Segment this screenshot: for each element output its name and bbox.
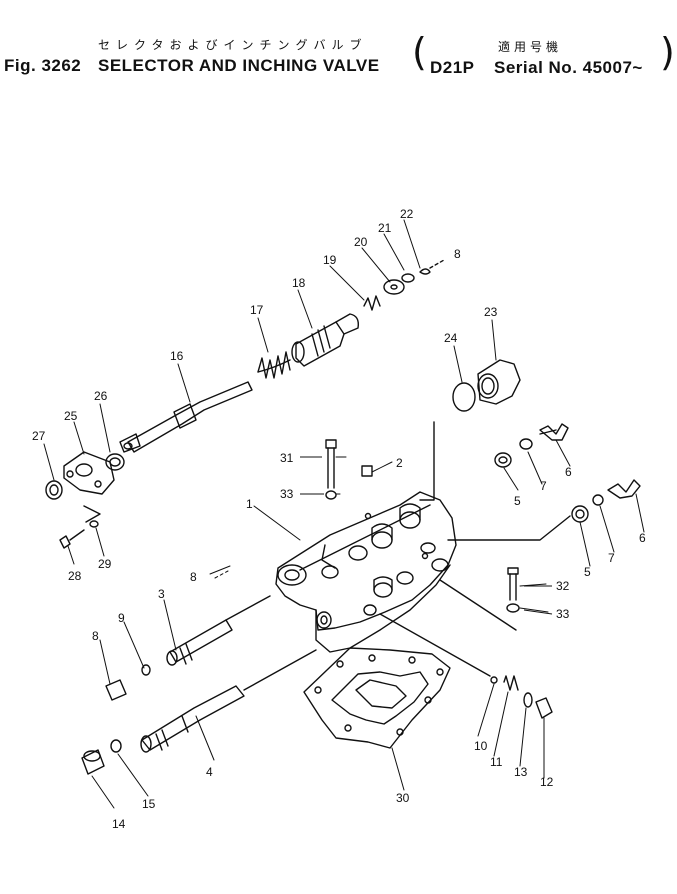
right-parenthesis: ) bbox=[660, 30, 675, 74]
part-label-8-plug: 8 bbox=[92, 629, 99, 643]
part-label-8-top: 8 bbox=[454, 247, 461, 261]
part-label-1: 1 bbox=[246, 497, 253, 511]
bolts-drawing bbox=[325, 439, 520, 631]
spool-assembly-drawing bbox=[119, 259, 445, 453]
part-label-23: 23 bbox=[484, 305, 498, 319]
part-label-3: 3 bbox=[158, 587, 165, 601]
left-end-cover-drawing bbox=[45, 451, 125, 549]
part-label-14: 14 bbox=[112, 817, 126, 831]
part-label-11: 11 bbox=[490, 755, 503, 769]
part-label-20: 20 bbox=[354, 235, 368, 249]
part-label-29: 29 bbox=[98, 557, 112, 571]
part-label-6-lower: 6 bbox=[639, 531, 646, 545]
figure-header: セレクタおよびインチングバルブ Fig. 3262 SELECTOR AND I… bbox=[0, 0, 677, 90]
part-label-17: 17 bbox=[250, 303, 264, 317]
part-label-27: 27 bbox=[32, 429, 46, 443]
small-plug-parts-drawing bbox=[379, 613, 553, 719]
part-label-19: 19 bbox=[323, 253, 337, 267]
part-label-31: 31 bbox=[280, 451, 294, 465]
serial-number: Serial No. 45007~ bbox=[494, 58, 643, 77]
part-label-13: 13 bbox=[514, 765, 528, 779]
part-label-32: 32 bbox=[556, 579, 570, 593]
part-label-9: 9 bbox=[118, 611, 125, 625]
part-label-7-lower: 7 bbox=[608, 551, 615, 565]
right-side-parts-drawing bbox=[419, 359, 641, 541]
part-label-4: 4 bbox=[206, 765, 213, 779]
leader-lines bbox=[43, 219, 645, 809]
part-label-28: 28 bbox=[68, 569, 82, 583]
part-label-2: 2 bbox=[396, 456, 403, 470]
part-label-16: 16 bbox=[170, 349, 184, 363]
label-dashes bbox=[300, 456, 553, 615]
part-label-24: 24 bbox=[444, 331, 458, 345]
title-english: SELECTOR AND INCHING VALVE bbox=[98, 56, 380, 75]
model-label: D21P bbox=[430, 58, 475, 77]
gasket-drawing bbox=[303, 647, 451, 749]
part-label-5-upper: 5 bbox=[514, 494, 521, 508]
part-label-7-upper: 7 bbox=[540, 479, 547, 493]
part-label-6-upper: 6 bbox=[565, 465, 572, 479]
left-parenthesis: ( bbox=[412, 30, 427, 74]
part-label-12: 12 bbox=[540, 775, 554, 789]
part-label-5-lower: 5 bbox=[584, 565, 591, 579]
part-label-25: 25 bbox=[64, 409, 78, 423]
figure-number: Fig. 3262 bbox=[4, 56, 82, 75]
part-number-labels: 1 2 3 4 5 5 6 6 7 7 8 8 8 9 10 11 12 13 … bbox=[32, 207, 646, 831]
part-label-15: 15 bbox=[142, 797, 156, 811]
lower-spools-drawing bbox=[81, 595, 317, 775]
part-label-33-upper: 33 bbox=[280, 487, 294, 501]
part-label-10: 10 bbox=[474, 739, 488, 753]
part-label-26: 26 bbox=[94, 389, 108, 403]
part-label-21: 21 bbox=[378, 221, 392, 235]
applicable-label-japanese: 適用号機 bbox=[498, 40, 563, 54]
part-label-8-mid: 8 bbox=[190, 570, 197, 584]
part-label-33-lower: 33 bbox=[556, 607, 570, 621]
part-label-18: 18 bbox=[292, 276, 306, 290]
part-label-30: 30 bbox=[396, 791, 410, 805]
title-japanese: セレクタおよびインチングバルブ bbox=[98, 38, 368, 52]
valve-body-drawing bbox=[275, 491, 457, 653]
part-label-22: 22 bbox=[400, 207, 414, 221]
